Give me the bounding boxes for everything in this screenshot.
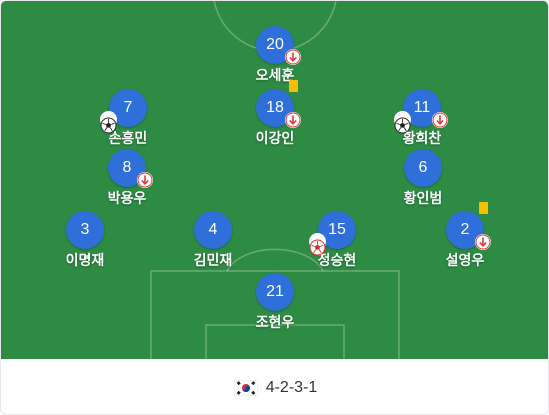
formation-label: 4-2-3-1 — [265, 378, 318, 396]
player-number: 11 — [413, 99, 431, 116]
player-number: 3 — [80, 221, 90, 238]
player-rcb[interactable]: 15 정승현 — [297, 211, 377, 270]
player-number: 21 — [266, 283, 284, 300]
player-ldm[interactable]: 8 박용우 — [87, 149, 167, 208]
player-gk[interactable]: 21 조현우 — [235, 273, 315, 332]
player-rdm[interactable]: 6 황인범 — [383, 149, 463, 208]
yellow-card-icon — [289, 80, 298, 92]
player-lcb[interactable]: 4 김민재 — [173, 211, 253, 270]
player-cam[interactable]: 18 이강인 — [235, 80, 315, 148]
player-number-badge: 11 — [394, 89, 448, 134]
player-number-badge: 7 — [100, 89, 147, 134]
player-st[interactable]: 20 오세훈 — [235, 26, 315, 85]
player-number: 2 — [460, 221, 470, 238]
player-name: 설영우 — [445, 252, 485, 268]
substitution-icon — [137, 172, 153, 188]
player-name: 박용우 — [107, 190, 147, 206]
player-number: 18 — [266, 99, 284, 116]
player-number-badge: 4 — [194, 211, 232, 249]
player-number-badge: 2 — [446, 202, 491, 250]
player-number-badge: 21 — [256, 273, 294, 311]
player-rb[interactable]: 2 설영우 — [425, 202, 505, 270]
player-number-badge: 3 — [66, 211, 104, 249]
own-goal-ball-icon — [309, 233, 326, 256]
yellow-card-icon — [479, 202, 488, 214]
player-number-badge: 15 — [309, 211, 356, 256]
player-number: 7 — [123, 99, 133, 116]
pitch: 20 오세훈 7 손흥민 18 — [1, 1, 548, 359]
player-number-badge: 18 — [256, 80, 301, 128]
player-name: 김민재 — [193, 252, 233, 268]
player-ram[interactable]: 11 황희찬 — [382, 89, 462, 148]
substitution-icon — [285, 49, 301, 65]
player-number: 8 — [122, 159, 132, 176]
player-number-badge: 8 — [108, 149, 153, 188]
player-number: 20 — [266, 36, 284, 53]
player-number-badge: 20 — [256, 26, 301, 65]
player-number: 6 — [418, 159, 428, 176]
formation-footer: 4-2-3-1 — [1, 359, 548, 414]
player-lb[interactable]: 3 이명재 — [45, 211, 125, 270]
player-number-badge: 6 — [404, 149, 442, 187]
player-name: 정승현 — [317, 252, 357, 268]
player-name: 황인범 — [403, 190, 443, 206]
goal-ball-icon — [394, 111, 411, 134]
substitution-icon — [475, 234, 491, 250]
player-number: 15 — [328, 221, 346, 238]
player-name: 황희찬 — [402, 130, 442, 146]
player-number: 4 — [208, 221, 218, 238]
south-korea-flag-icon — [233, 379, 258, 396]
player-name: 이강인 — [255, 130, 295, 146]
player-name: 이명재 — [65, 252, 105, 268]
goal-ball-icon — [100, 111, 117, 134]
substitution-icon — [285, 112, 301, 128]
player-lam[interactable]: 7 손흥민 — [88, 89, 168, 148]
substitution-icon — [432, 112, 448, 128]
player-name: 손흥민 — [108, 130, 148, 146]
player-name: 조현우 — [255, 314, 295, 330]
player-name: 오세훈 — [255, 67, 295, 83]
